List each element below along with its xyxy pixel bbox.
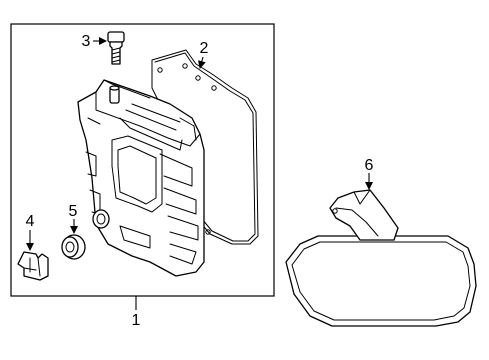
clip [17, 251, 49, 281]
callout-6: 6 [365, 157, 374, 174]
leader-line-2 [197, 56, 206, 69]
seal-ring [61, 234, 86, 260]
callout-2: 2 [200, 40, 209, 57]
callout-3: 3 [82, 33, 91, 50]
callout-1: 1 [132, 312, 141, 329]
assembly-frame [10, 23, 275, 297]
bolt [107, 31, 125, 65]
callout-4: 4 [26, 213, 35, 230]
callout-5: 5 [69, 203, 78, 220]
valve-body-cover [77, 79, 205, 277]
oil-strainer [285, 189, 477, 327]
